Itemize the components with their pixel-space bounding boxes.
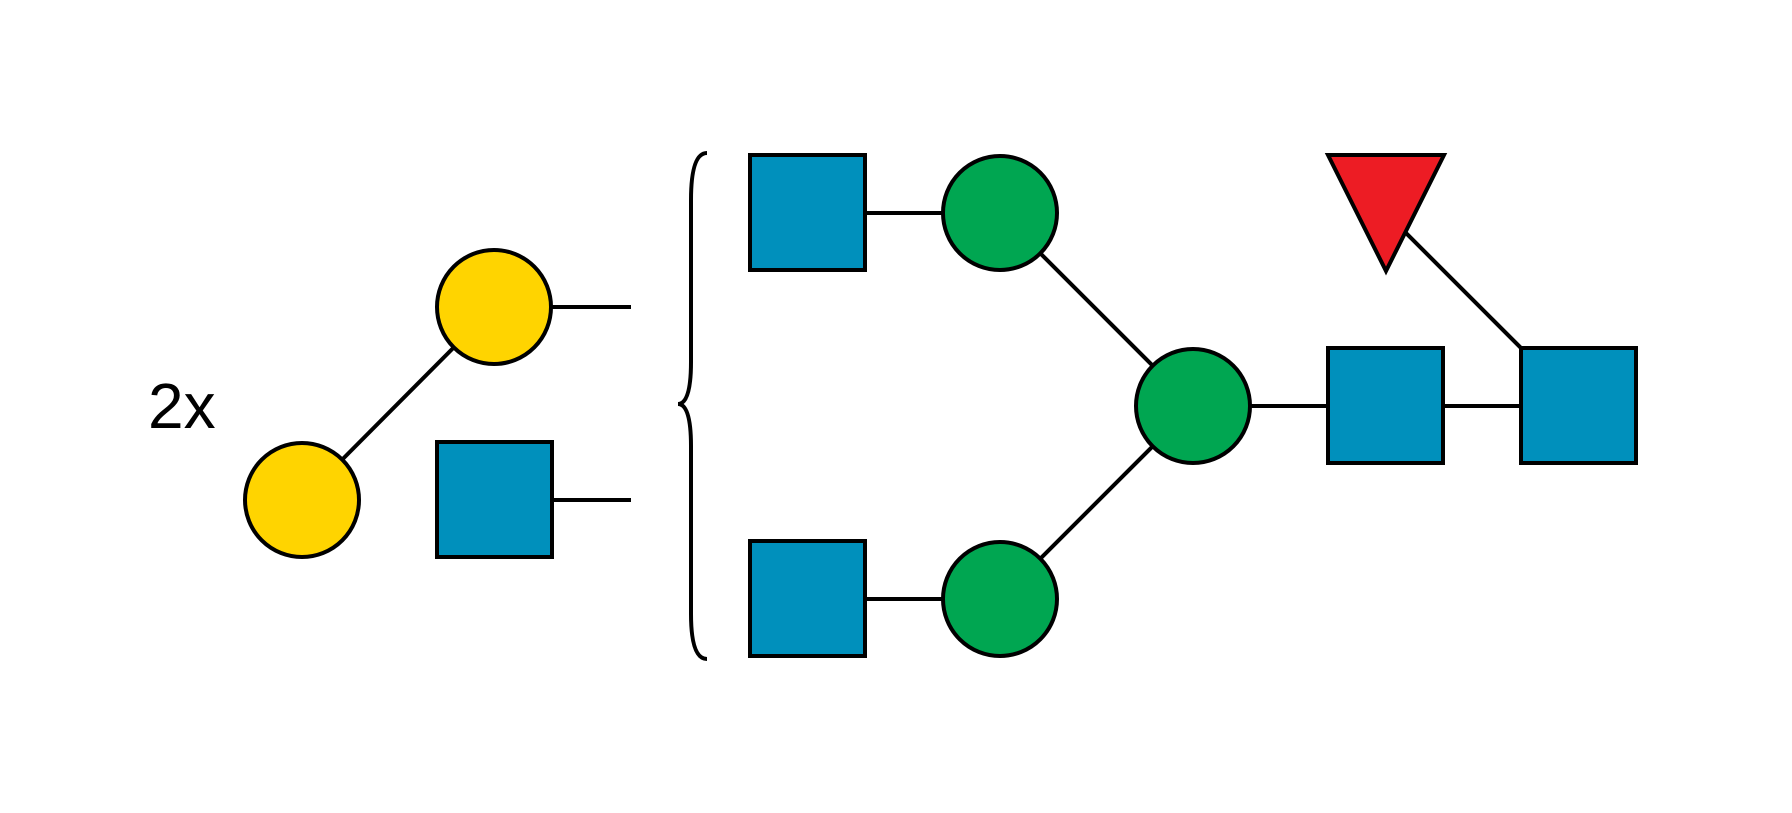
glcnac-square-antenna bbox=[435, 440, 554, 559]
mannose-circle-core bbox=[1134, 347, 1252, 465]
mannose-circle-lower bbox=[941, 540, 1059, 658]
galactose-circle-terminal bbox=[243, 441, 361, 559]
fucose-triangle bbox=[1324, 153, 1448, 276]
glcnac-square-upper-arm bbox=[748, 153, 867, 272]
glcnac-square-core-reducing bbox=[1519, 346, 1638, 465]
multiplier-label: 2x bbox=[148, 370, 216, 442]
mannose-circle-upper bbox=[941, 154, 1059, 272]
brace-bracket bbox=[677, 151, 708, 661]
glcnac-square-lower-arm bbox=[748, 539, 867, 658]
galactose-circle-linked bbox=[435, 248, 553, 366]
glcnac-square-core-inner bbox=[1326, 346, 1445, 465]
